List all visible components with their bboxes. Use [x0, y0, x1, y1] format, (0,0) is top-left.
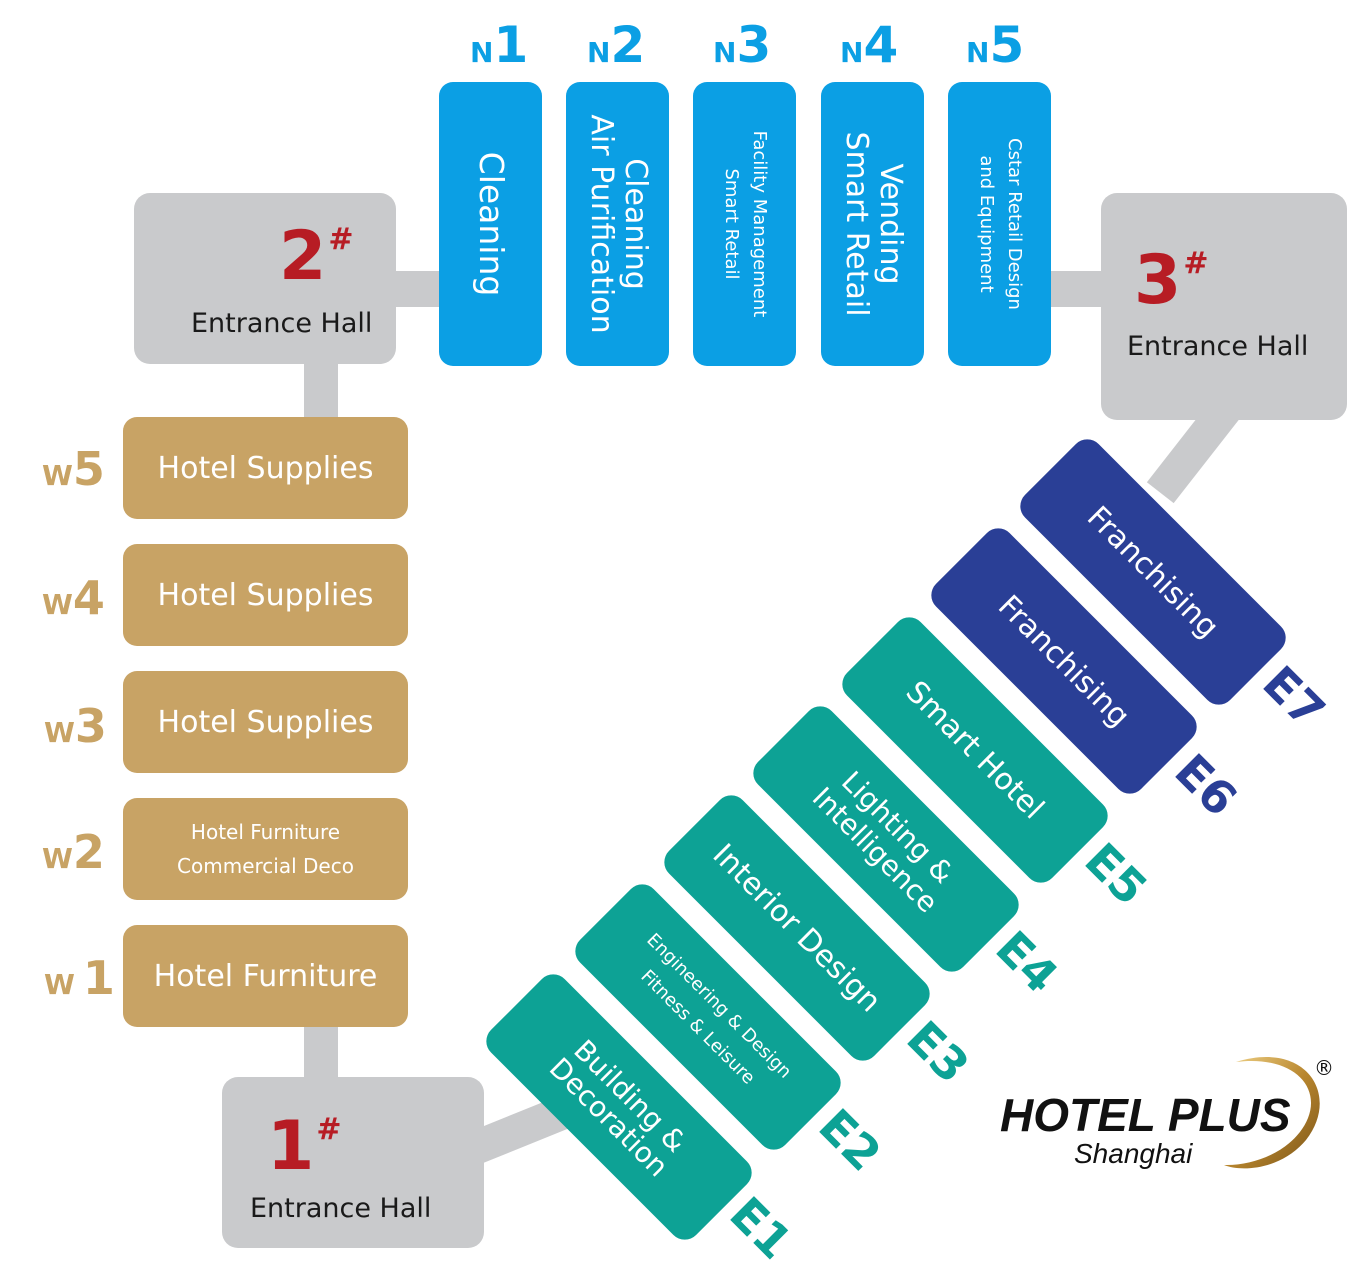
entrance-hall-3[interactable]: 3# Entrance Hall: [1101, 193, 1347, 420]
hall-w4-label: W4: [42, 571, 105, 625]
entrance-hall-2[interactable]: 2# Entrance Hall: [134, 193, 396, 364]
connector-3-north: [1048, 271, 1104, 307]
hall-w3-label: W3: [44, 699, 107, 753]
hall-n2-label: N2: [587, 16, 646, 74]
logo-city: Shanghai: [1074, 1138, 1193, 1169]
registered-mark: ®: [1314, 1056, 1334, 1080]
hall-n1[interactable]: Cleaning: [439, 82, 542, 366]
entrance-3-caption: Entrance Hall: [1127, 331, 1309, 362]
entrance-1-caption: Entrance Hall: [250, 1193, 432, 1224]
hall-e7-label: E7: [1252, 655, 1336, 739]
entrance-3-number: 3#: [1134, 241, 1209, 320]
hall-e6-label: E6: [1164, 743, 1248, 827]
hall-w2-label: W2: [42, 825, 105, 879]
hall-n4-label: N4: [840, 16, 899, 74]
connector-1-west: [304, 1024, 338, 1080]
hall-w1[interactable]: Hotel Furniture: [123, 925, 408, 1027]
entrance-2-caption: Entrance Hall: [191, 308, 373, 339]
hall-w3[interactable]: Hotel Supplies: [123, 671, 408, 773]
entrance-hall-1[interactable]: 1# Entrance Hall: [222, 1077, 484, 1248]
logo-swoosh-icon: [1224, 1056, 1320, 1169]
hall-n3-label: N3: [713, 16, 772, 74]
hall-w5-label: W5: [42, 442, 105, 496]
logo-name: HOTEL PLUS: [1000, 1089, 1291, 1141]
hall-n1-label: N1: [470, 16, 529, 74]
entrance-1-number: 1#: [267, 1107, 342, 1186]
entrance-2-number: 2#: [279, 217, 354, 296]
hall-e1-label: E1: [719, 1186, 803, 1270]
hall-e3-label: E3: [896, 1010, 980, 1094]
hotel-plus-logo: HOTEL PLUS Shanghai ®: [996, 1040, 1346, 1180]
connector-2-north: [394, 271, 444, 307]
hall-e4-label: E4: [985, 920, 1069, 1004]
hall-w5[interactable]: Hotel Supplies: [123, 417, 408, 519]
connector-2-west: [304, 362, 338, 420]
hall-e2-label: E2: [808, 1098, 892, 1182]
hall-n5-label: N5: [966, 16, 1025, 74]
hall-w4[interactable]: Hotel Supplies: [123, 544, 408, 646]
hall-e5-label: E5: [1074, 832, 1158, 916]
